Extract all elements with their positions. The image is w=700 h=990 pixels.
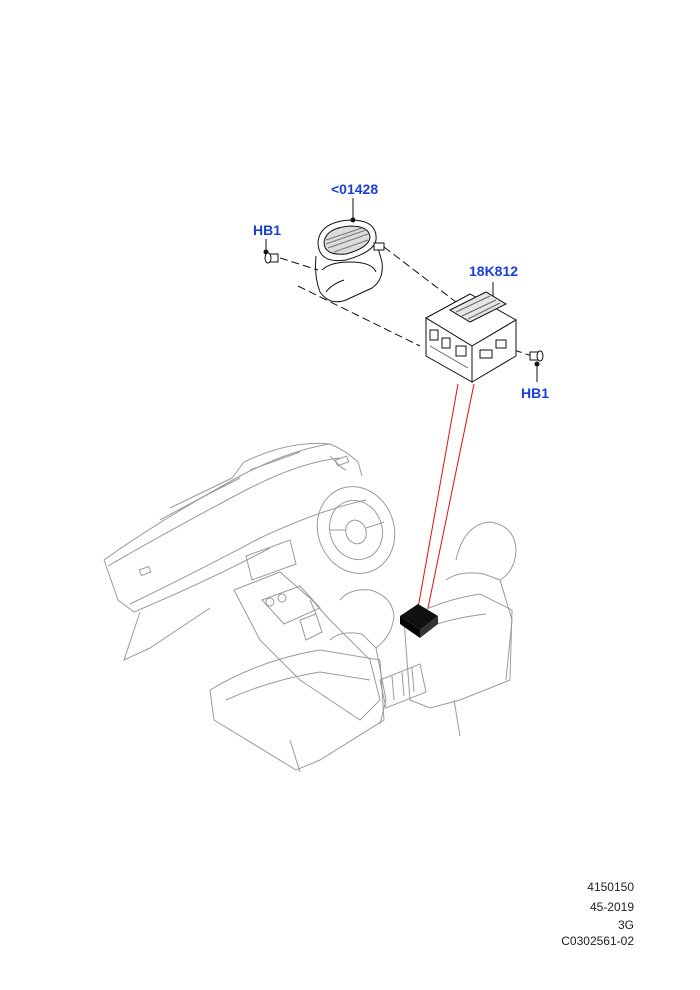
speaker-grille-part [315, 219, 385, 303]
locator-lines [417, 383, 475, 609]
vehicle-interior-outline [103, 442, 517, 773]
audio-module-part [424, 291, 517, 383]
footer-ref: C0302561-02 [561, 934, 634, 948]
fastener-left [264, 252, 279, 264]
footer-code: 4150150 [587, 880, 634, 894]
footer-variant: 3G [617, 918, 634, 932]
callout-hb1-left[interactable]: HB1 [253, 222, 282, 238]
callout-18k812[interactable]: 18K812 [469, 263, 519, 279]
module-location-marker [400, 604, 438, 638]
assembly-lines [279, 246, 533, 357]
callout-01428[interactable]: <01428 [331, 181, 379, 197]
footer-range: 45-2019 [589, 900, 634, 914]
callout-hb1-right[interactable]: HB1 [521, 385, 550, 401]
fastener-right [529, 350, 544, 362]
